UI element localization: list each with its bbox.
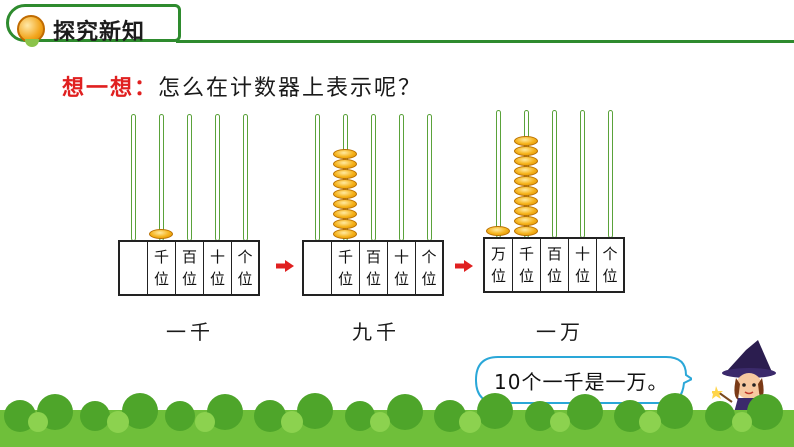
section-header: 探究新知 bbox=[0, 0, 794, 50]
place-value-cell: 个位 bbox=[232, 242, 258, 294]
place-label-bottom: 位 bbox=[337, 270, 353, 288]
place-label-top: 十 bbox=[393, 248, 409, 266]
abacus-bead bbox=[514, 186, 538, 196]
place-label-bottom: 位 bbox=[153, 270, 169, 288]
place-label-top: 十 bbox=[574, 245, 590, 263]
abacus-rod bbox=[495, 110, 501, 238]
place-label-top: 百 bbox=[546, 245, 562, 263]
abacus-caption: 一千 bbox=[166, 320, 214, 344]
abacus-bead bbox=[514, 156, 538, 166]
place-value-cell: 百位 bbox=[360, 242, 388, 294]
abacus-rod bbox=[158, 114, 164, 241]
abacus-bead bbox=[333, 219, 357, 229]
abacus-frame: 千位百位十位个位 bbox=[302, 240, 444, 296]
arrow-right-icon bbox=[455, 260, 473, 272]
question-text: 怎么在计数器上表示呢？ bbox=[158, 76, 423, 101]
place-label-top: 个 bbox=[602, 245, 618, 263]
place-label-top: 千 bbox=[337, 248, 353, 266]
abacus-rod bbox=[398, 114, 404, 241]
abacus-bead bbox=[514, 216, 538, 226]
place-label-top: 个 bbox=[237, 248, 253, 266]
header-divider bbox=[176, 40, 794, 43]
abacus-bead bbox=[149, 229, 173, 239]
place-label-bottom: 位 bbox=[209, 270, 225, 288]
place-label-top: 百 bbox=[365, 248, 381, 266]
abacus-bead bbox=[333, 209, 357, 219]
abacus-rod bbox=[242, 114, 248, 241]
arrow-right-icon bbox=[276, 260, 294, 272]
abacus-rod bbox=[370, 114, 376, 241]
speech-text: 10个一千是一万。 bbox=[494, 370, 669, 394]
place-label-top: 十 bbox=[209, 248, 225, 266]
abacus-bead bbox=[333, 229, 357, 239]
abacus-bead bbox=[333, 199, 357, 209]
abacus-rod bbox=[130, 114, 136, 241]
place-label-bottom: 位 bbox=[574, 267, 590, 285]
place-value-cell: 千位 bbox=[332, 242, 360, 294]
abacus-bead bbox=[486, 226, 510, 236]
place-label-bottom: 位 bbox=[518, 267, 534, 285]
abacus-frame: 万位千位百位十位个位 bbox=[483, 237, 625, 293]
badge-ball-icon bbox=[17, 15, 45, 47]
place-value-cell bbox=[120, 242, 148, 294]
abacus-rod bbox=[579, 110, 585, 238]
abacus-bead bbox=[333, 189, 357, 199]
section-title: 探究新知 bbox=[53, 20, 146, 45]
place-value-cell: 十位 bbox=[204, 242, 232, 294]
place-label-bottom: 位 bbox=[490, 267, 506, 285]
question-lead: 想一想： bbox=[62, 76, 159, 101]
abacus-caption: 一万 bbox=[536, 320, 584, 344]
question: 想一想：怎么在计数器上表示呢？ bbox=[62, 70, 422, 102]
place-label-bottom: 位 bbox=[365, 270, 381, 288]
place-value-cell: 千位 bbox=[513, 239, 541, 291]
abacus-rod bbox=[214, 114, 220, 241]
abacus-bead bbox=[333, 159, 357, 169]
place-label-top: 千 bbox=[153, 248, 169, 266]
abacus-frame: 千位百位十位个位 bbox=[118, 240, 260, 296]
section-badge: 探究新知 bbox=[6, 4, 181, 47]
place-value-cell: 百位 bbox=[541, 239, 569, 291]
place-value-cell: 十位 bbox=[569, 239, 597, 291]
abacus-bead bbox=[514, 146, 538, 156]
abacus-bead bbox=[333, 169, 357, 179]
abacus-bead bbox=[514, 206, 538, 216]
abacus-rod bbox=[426, 114, 432, 241]
place-label-bottom: 位 bbox=[602, 267, 618, 285]
abacus-caption: 九千 bbox=[352, 320, 400, 344]
abacus-rod bbox=[314, 114, 320, 241]
place-label-top: 百 bbox=[181, 248, 197, 266]
place-label-top: 千 bbox=[518, 245, 534, 263]
place-value-cell: 千位 bbox=[148, 242, 176, 294]
abacus-bead bbox=[514, 176, 538, 186]
abacus-bead bbox=[514, 196, 538, 206]
place-value-cell: 百位 bbox=[176, 242, 204, 294]
place-label-bottom: 位 bbox=[421, 270, 437, 288]
place-label-bottom: 位 bbox=[393, 270, 409, 288]
place-label-bottom: 位 bbox=[181, 270, 197, 288]
place-value-cell: 十位 bbox=[388, 242, 416, 294]
abacus-rod bbox=[607, 110, 613, 238]
abacus-bead bbox=[514, 136, 538, 146]
place-value-cell bbox=[304, 242, 332, 294]
abacus-bead bbox=[333, 179, 357, 189]
place-label-top: 个 bbox=[421, 248, 437, 266]
abacus-bead bbox=[514, 166, 538, 176]
place-label-bottom: 位 bbox=[546, 267, 562, 285]
abacus-rod bbox=[551, 110, 557, 238]
abacus-bead bbox=[333, 149, 357, 159]
abacus-bead bbox=[514, 226, 538, 236]
place-label-top: 万 bbox=[490, 245, 506, 263]
grass-decoration bbox=[0, 393, 794, 447]
place-label-bottom: 位 bbox=[237, 270, 253, 288]
abacus-rod bbox=[186, 114, 192, 241]
place-value-cell: 个位 bbox=[416, 242, 442, 294]
place-value-cell: 万位 bbox=[485, 239, 513, 291]
place-value-cell: 个位 bbox=[597, 239, 623, 291]
